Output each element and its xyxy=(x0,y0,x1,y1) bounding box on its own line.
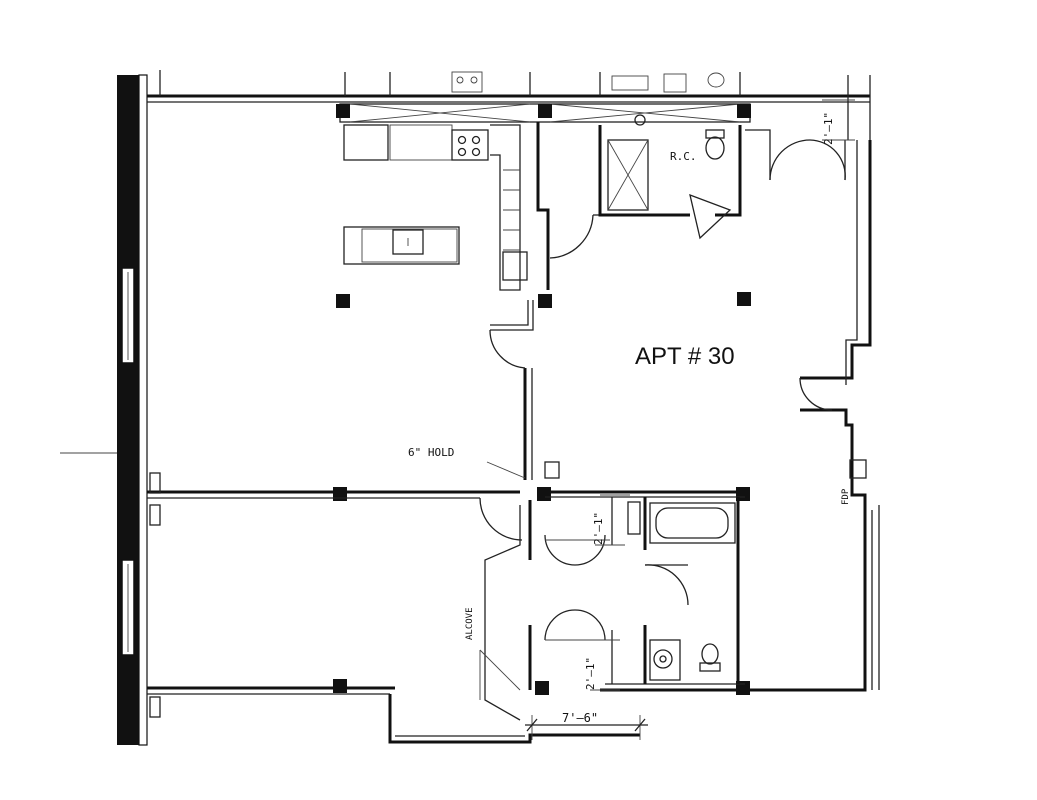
hold-note: 6" HOLD xyxy=(408,446,454,459)
closets-bath-lower xyxy=(544,497,740,684)
misc-fixtures xyxy=(149,459,867,718)
exterior-left-wall xyxy=(60,74,148,746)
bath-upper xyxy=(598,125,742,240)
columns xyxy=(333,104,751,695)
fdp-note: FDP xyxy=(841,488,851,505)
apartment-title: APT # 30 xyxy=(635,343,735,370)
dimension-closet-upper: 2'–1" xyxy=(592,512,605,545)
interior-walls xyxy=(147,122,880,744)
dimension-closet-top-right: 2'–1" xyxy=(822,112,835,145)
kitchen xyxy=(343,124,528,291)
alcove-note: ALCOVE xyxy=(465,607,475,640)
exterior-top-wall xyxy=(147,70,871,140)
dimension-hall-width: 7'–6" xyxy=(562,711,598,725)
dimension-lines xyxy=(486,99,855,740)
dimension-closet-lower: 2'–1" xyxy=(584,657,597,690)
rc-note: R.C. xyxy=(670,150,697,163)
